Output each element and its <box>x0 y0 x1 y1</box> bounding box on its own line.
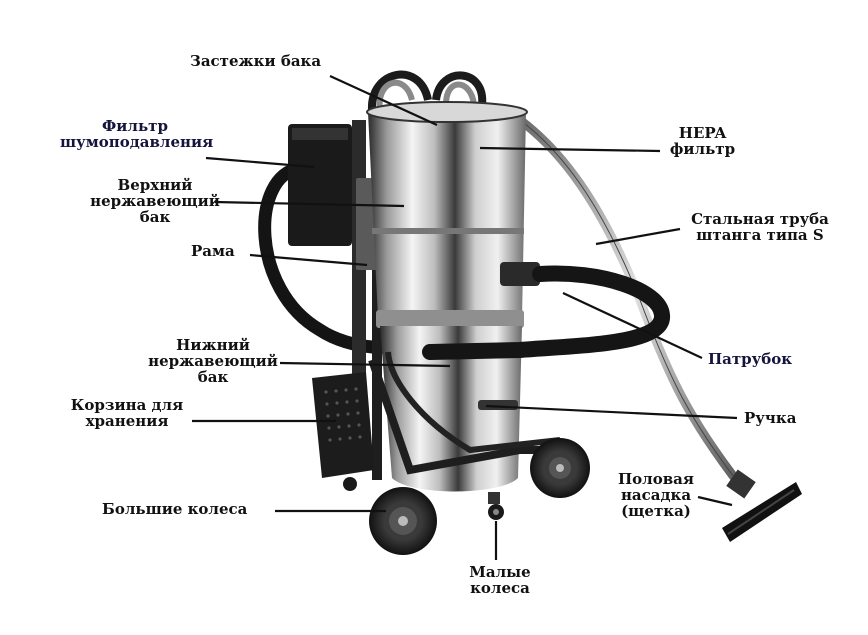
noise-filter-box <box>288 124 352 246</box>
main-hose <box>422 265 670 360</box>
label-lower-tank: Нижний нержавеющий бак <box>148 337 278 385</box>
line-upper-tank <box>214 200 405 208</box>
label-storage-basket-line2: хранения <box>85 412 169 430</box>
frame-post-2 <box>372 120 382 480</box>
small-caster-rear <box>343 477 357 491</box>
label-tank-clips: Застежки бака <box>190 52 322 70</box>
label-floor-nozzle: Половая насадка (щетка) <box>608 471 704 519</box>
line-nozzle <box>697 495 733 507</box>
label-noise-filter: Фильтр шумоподавления <box>60 117 214 151</box>
inlet-pipe <box>500 262 540 286</box>
top-hoses <box>376 79 477 111</box>
leader-lines <box>192 74 738 560</box>
tank-band <box>376 310 524 328</box>
label-storage-basket-line1: Корзина для <box>70 396 184 414</box>
label-handle: Ручка <box>744 409 797 427</box>
line-steel-pipe <box>595 227 681 246</box>
upper-tank <box>368 112 526 318</box>
label-small-wheels-line2: колеса <box>470 579 530 597</box>
line-handle <box>485 404 738 420</box>
small-caster <box>488 492 504 520</box>
steel-wand-outline <box>519 119 741 486</box>
label-upper-tank-line3: бак <box>139 208 171 226</box>
label-large-wheels: Большие колеса <box>102 500 248 518</box>
line-inlet <box>562 292 703 359</box>
label-small-wheels: Малые колеса <box>450 564 550 596</box>
push-handle <box>385 351 561 454</box>
label-inlet: Патрубок <box>708 350 793 368</box>
label-steel-pipe-line2: штанга типа S <box>696 226 824 244</box>
line-tank-clips <box>329 74 438 127</box>
label-floor-nozzle-line3: (щетка) <box>621 502 691 520</box>
label-upper-tank-line1: Верхний <box>117 176 193 194</box>
label-storage-basket: Корзина для хранения <box>62 397 192 429</box>
label-floor-nozzle-line2: насадка <box>620 486 692 504</box>
label-noise-filter-line1: Фильтр <box>102 117 168 135</box>
label-small-wheels-line1: Малые <box>469 563 531 581</box>
line-frame <box>249 253 368 267</box>
label-lower-tank-line1: Нижний <box>176 336 250 354</box>
floor-nozzle <box>722 469 802 542</box>
steel-wand <box>515 115 745 490</box>
tank-lid <box>366 101 528 123</box>
label-upper-tank: Верхний нержавеющий бак <box>90 177 220 225</box>
tank-clip-right <box>432 71 487 106</box>
tank-clip-left <box>367 70 432 111</box>
line-noise-filter <box>205 156 315 169</box>
tank-handle <box>478 400 518 410</box>
label-hepa-filter: HEPA фильтр <box>660 125 745 157</box>
label-hepa-filter-line1: HEPA <box>678 124 727 142</box>
line-hepa <box>479 146 661 153</box>
label-upper-tank-line2: нержавеющий <box>90 192 220 210</box>
label-steel-pipe-line1: Стальная труба <box>691 210 829 228</box>
label-frame: Рама <box>191 242 235 260</box>
storage-basket <box>312 372 374 478</box>
label-floor-nozzle-line1: Половая <box>618 470 694 488</box>
label-noise-filter-line2: шумоподавления <box>60 133 214 151</box>
label-lower-tank-line2: нержавеющий <box>148 352 278 370</box>
label-steel-pipe: Стальная труба штанга типа S <box>680 211 840 243</box>
label-hepa-filter-line2: фильтр <box>669 140 736 158</box>
line-lower-tank <box>279 361 451 368</box>
label-lower-tank-line3: бак <box>197 368 229 386</box>
